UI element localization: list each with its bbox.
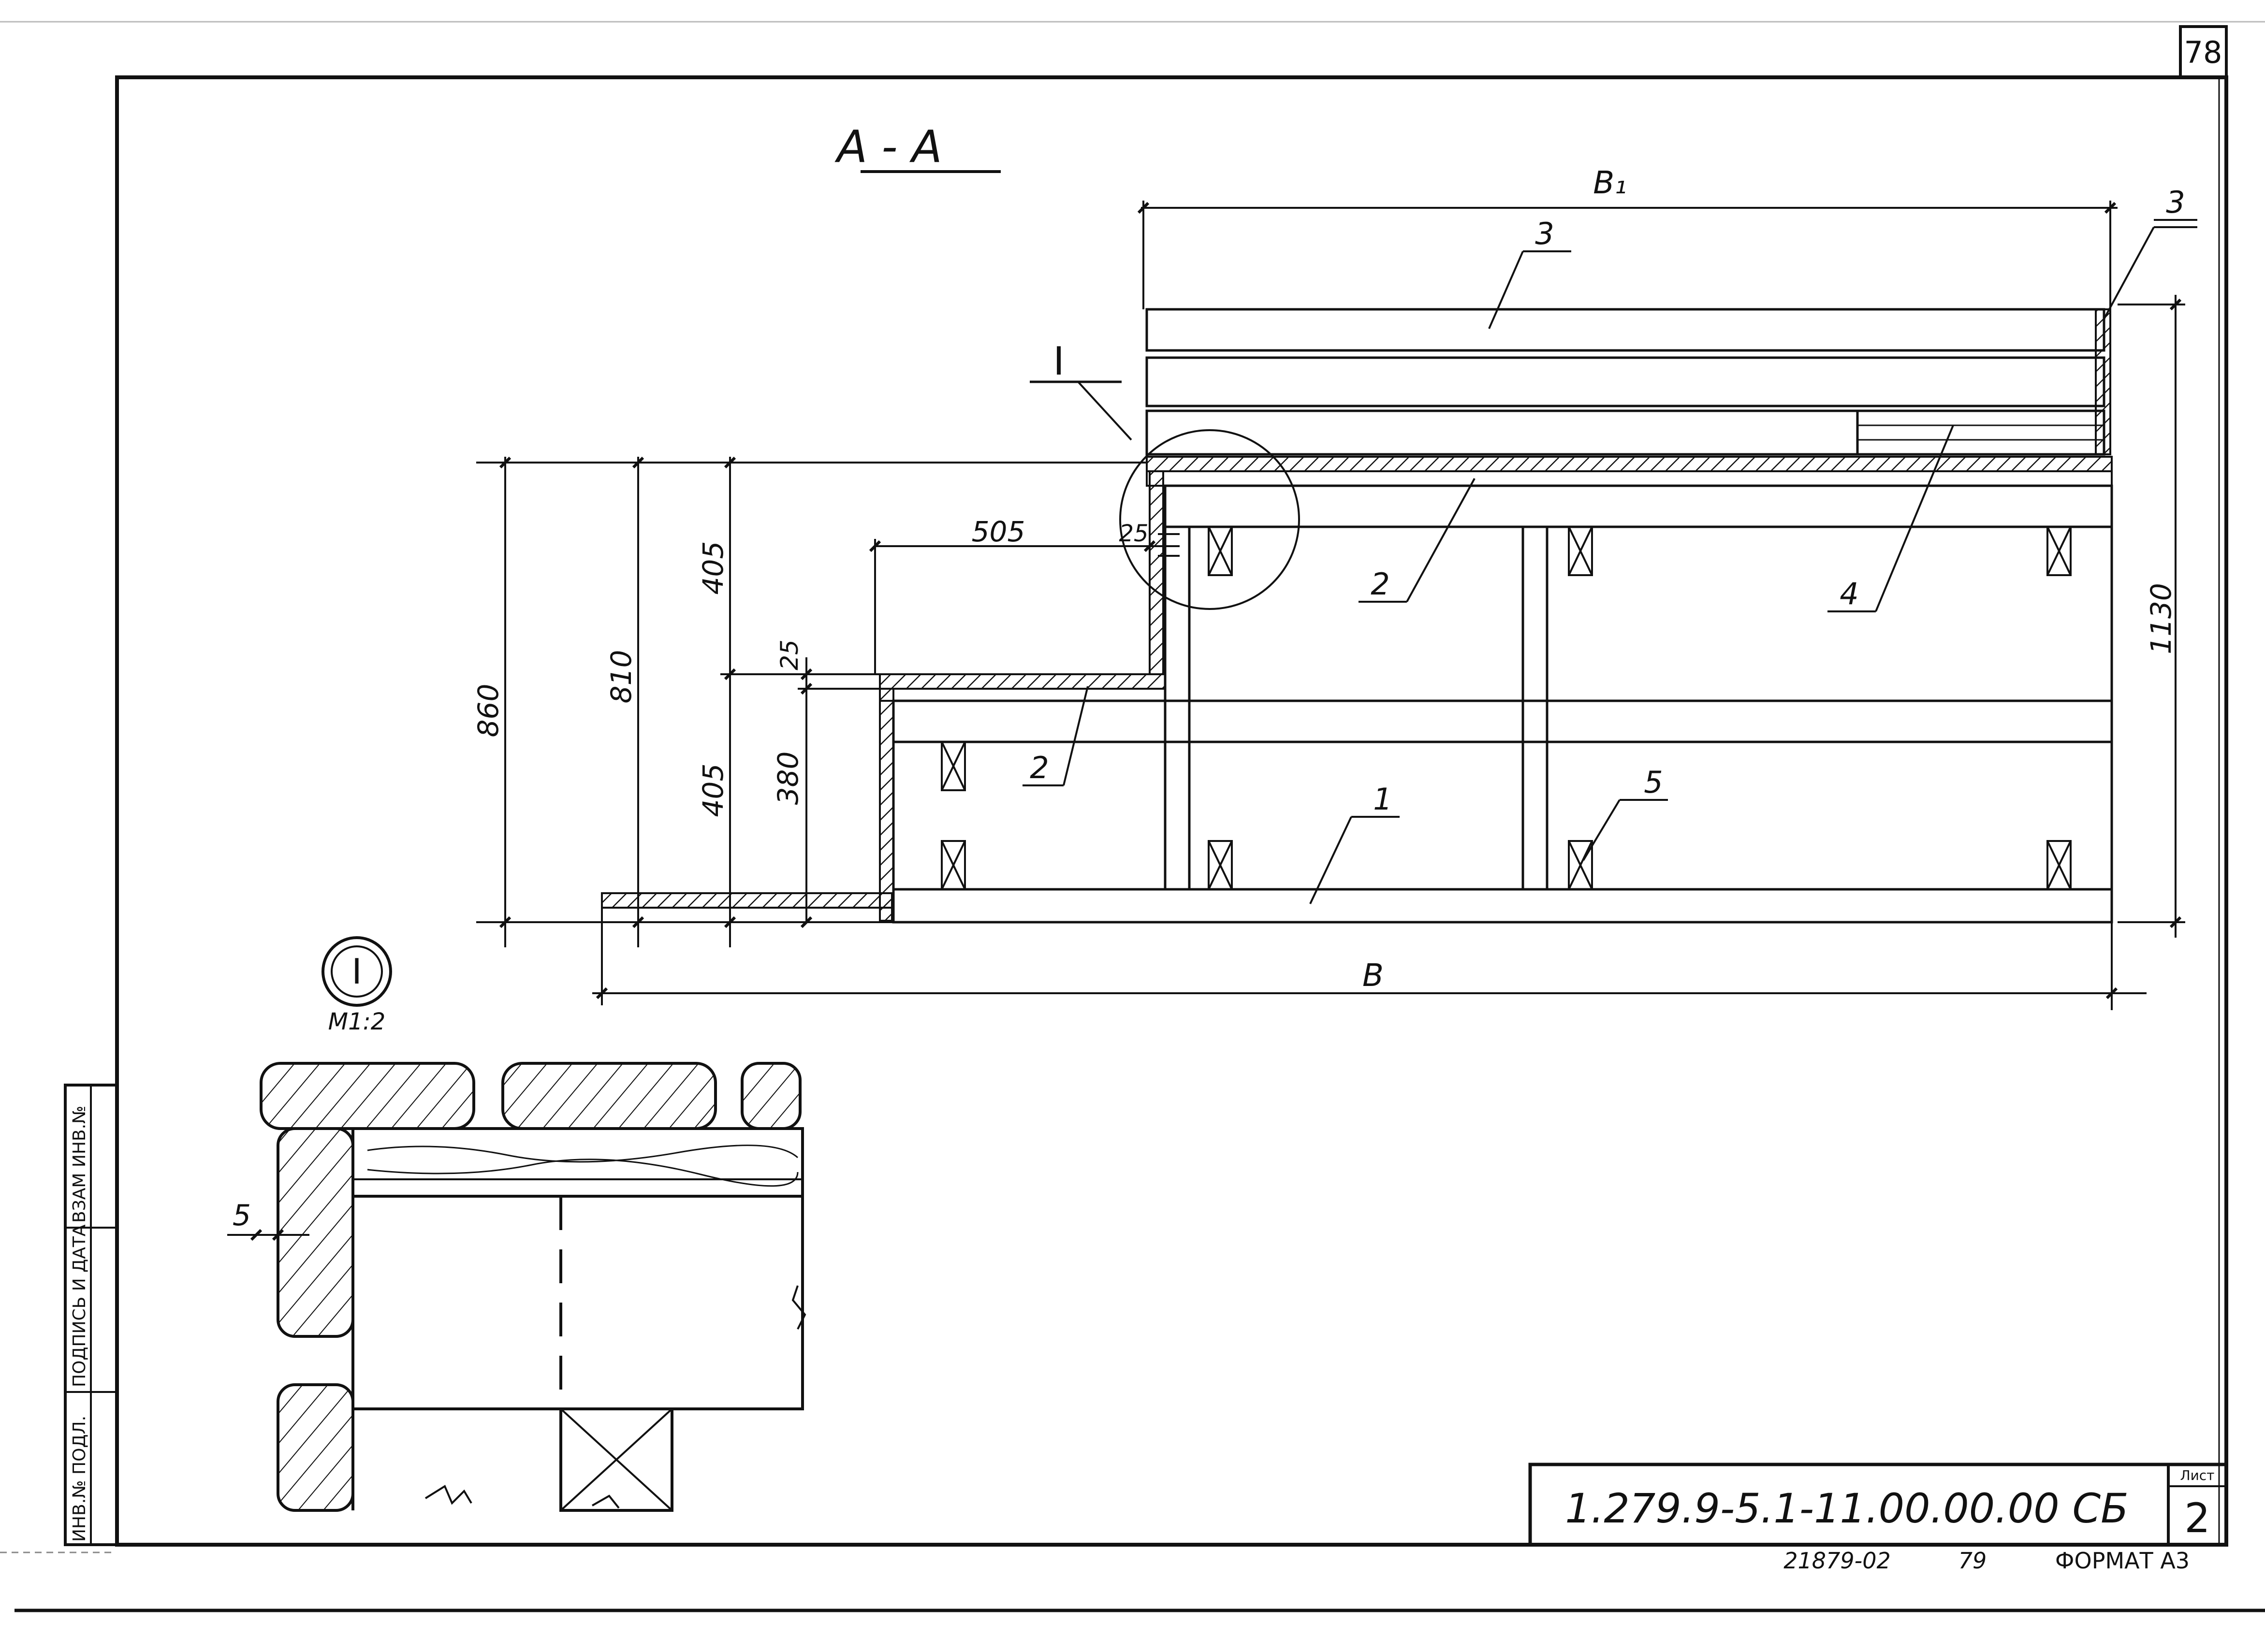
dim-405-bottom: 405: [697, 764, 730, 817]
archive-number: 21879-02: [1783, 1548, 1890, 1574]
archive-suffix: 79: [1958, 1548, 1987, 1574]
sheet-number: 2: [2184, 1494, 2210, 1542]
dim-25-upper: 25: [1119, 520, 1148, 547]
stamp-vzam-inv: ВЗАМ ИНВ.№: [70, 1106, 89, 1223]
page-number-box: 78: [2179, 25, 2228, 79]
dim-25-lower: 25: [775, 639, 804, 670]
dim-5: 5: [233, 1199, 251, 1232]
page-number: 78: [2184, 35, 2222, 70]
callout-3-right: 3: [2166, 185, 2185, 220]
dim-810: 810: [605, 650, 638, 704]
stamp-podpis-data: ПОДПИСЬ И ДАТА: [70, 1224, 89, 1387]
format-label: ФОРМАТ А3: [2055, 1548, 2190, 1574]
dim-860: 860: [472, 684, 505, 738]
dimension-labels: В₁ В 860 810 405 405 25 380 505 25 1130: [472, 165, 2177, 994]
stamp-inv-podl: ИНВ.№ ПОДЛ.: [70, 1416, 89, 1542]
detail-marker: I М1:2: [321, 936, 392, 1035]
callout-2-upper: 2: [1371, 566, 1389, 602]
dim-b1: В₁: [1593, 165, 1627, 201]
detail-marker-text: I: [351, 951, 362, 992]
dim-405-top: 405: [697, 541, 730, 595]
dim-380: 380: [772, 752, 804, 805]
sheet-label: Лист: [2180, 1467, 2215, 1483]
callout-3-top: 3: [1535, 216, 1554, 251]
callout-5: 5: [1644, 765, 1663, 800]
dim-505: 505: [972, 515, 1025, 548]
side-stamp: ИНВ.№ ПОДЛ. ПОДПИСЬ И ДАТА ВЗАМ ИНВ.№: [64, 1084, 118, 1546]
section-a-a: [601, 308, 2113, 924]
callout-leaders: [1023, 219, 2197, 904]
detail-i-drawing: [227, 1062, 806, 1512]
designation: 1.279.9-5.1-11.00.00.00 СБ: [1565, 1485, 2128, 1532]
detail-scale: М1:2: [328, 1008, 386, 1035]
callout-detail-ref: I: [1053, 339, 1065, 384]
callout-2-lower: 2: [1030, 750, 1049, 785]
title-block: 1.279.9-5.1-11.00.00.00 СБ Лист 2: [1528, 1463, 2228, 1547]
callout-1: 1: [1373, 782, 1392, 817]
sheet-frame: [115, 75, 2228, 1547]
callout-4: 4: [1840, 576, 1858, 611]
dimension-lines: [476, 201, 2185, 1010]
section-title-text: A - A: [834, 121, 942, 173]
dim-b: В: [1362, 958, 1384, 994]
section-title: A - A: [834, 121, 1001, 173]
callout-labels: 3 3 2 4 2 1 5 I: [1030, 185, 2185, 817]
dim-1130: 1130: [2145, 583, 2177, 654]
spacer-blocks: [941, 526, 2072, 890]
